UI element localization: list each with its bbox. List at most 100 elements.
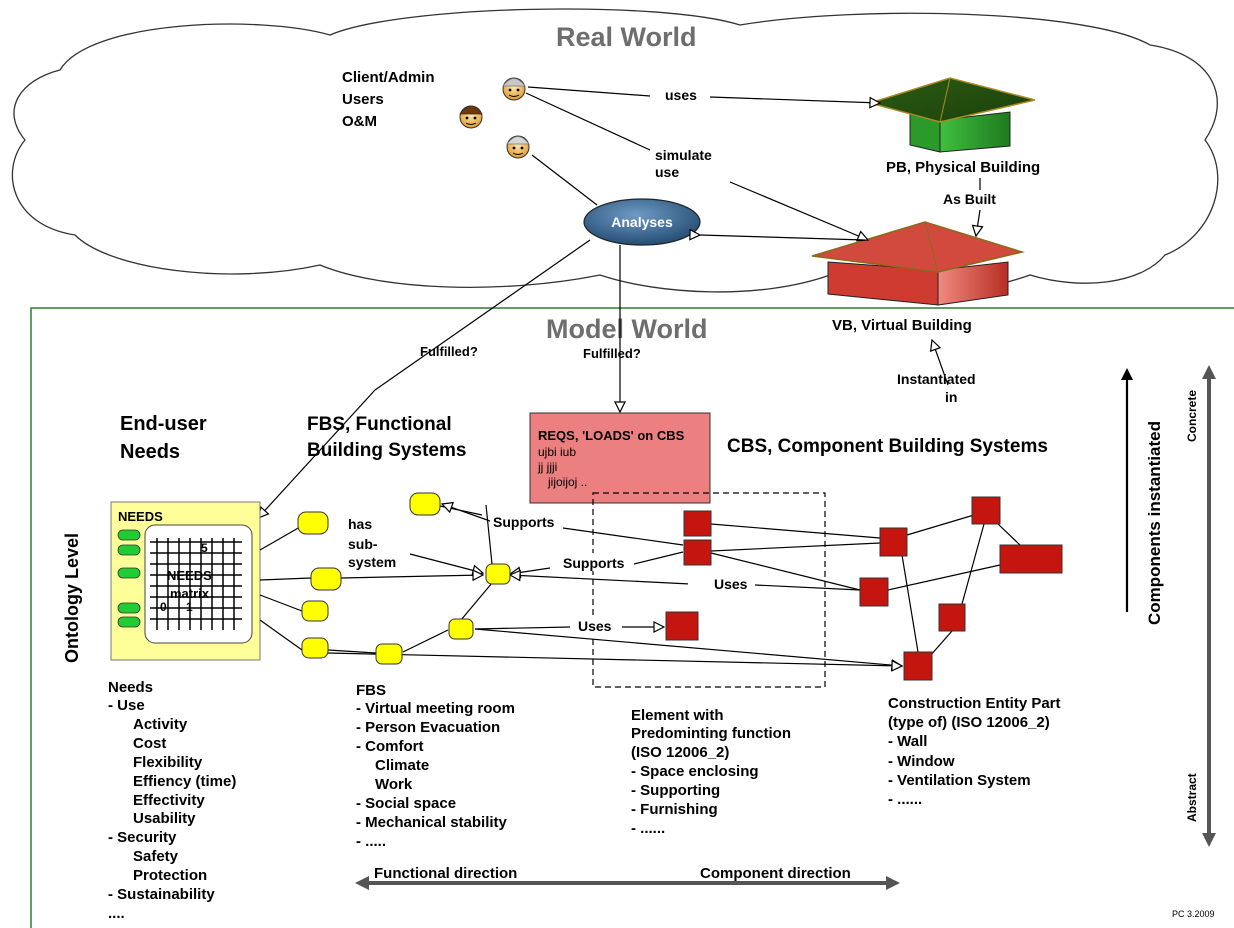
- cbs-node[interactable]: [683, 510, 712, 537]
- pb-label: PB, Physical Building: [886, 159, 1040, 176]
- instantiated-in-label: in: [945, 389, 957, 405]
- footer-credit: PC 3.2009: [1172, 909, 1215, 919]
- needs-list-item: Protection: [133, 867, 207, 884]
- cbs-node[interactable]: [859, 577, 889, 607]
- needs-list-item: - Use: [108, 697, 145, 714]
- reqs-line: ujbi iub: [538, 445, 576, 459]
- real-world-cloud: [11, 8, 1219, 293]
- needs-list: Needs - Use Activity Cost Flexibility Ef…: [108, 679, 236, 922]
- end-user-title: End-user: [120, 413, 207, 435]
- fbs-node[interactable]: [448, 618, 474, 640]
- model-world-title: Model World: [546, 314, 708, 344]
- uses-label: Uses: [714, 576, 748, 592]
- actor-face-icon: [459, 105, 483, 129]
- actors-label-om: O&M: [342, 113, 377, 130]
- fbs-list-item: - Social space: [356, 795, 456, 812]
- needs-box-title: NEEDS: [118, 509, 163, 524]
- fbs-list-item: - Mechanical stability: [356, 814, 508, 831]
- actor-face-icon: [506, 135, 530, 159]
- needs-list-item: Activity: [133, 716, 188, 733]
- needs-matrix-grid: [150, 538, 242, 630]
- components-instantiated-label: Components instantiated: [1145, 421, 1164, 625]
- fbs-nodes: [297, 492, 511, 665]
- fbs-node[interactable]: [485, 563, 511, 585]
- needs-box[interactable]: NEEDS NEEDS matrix 5 0 1: [110, 501, 261, 661]
- actor-face-icon: [502, 77, 526, 101]
- element-list: Element with Predominting function (ISO …: [631, 707, 791, 837]
- element-list-item: (ISO 12006_2): [631, 744, 729, 761]
- needs-matrix-label: NEEDS: [167, 568, 212, 583]
- fbs-node[interactable]: [409, 492, 441, 516]
- cbs-node[interactable]: [971, 496, 1001, 525]
- has-subsystem-label: system: [348, 554, 396, 570]
- cbs-node[interactable]: [683, 539, 712, 566]
- real-world-title: Real World: [556, 22, 697, 52]
- needs-list-item: Effiency (time): [133, 773, 236, 790]
- virtual-building-icon: [811, 221, 1025, 306]
- fbs-node[interactable]: [310, 567, 342, 591]
- needs-matrix-number: 1: [186, 600, 193, 614]
- fulfilled-left-label: Fulfilled?: [420, 344, 478, 359]
- end-user-needs-title: Needs: [120, 441, 180, 463]
- edge-label-bg: [490, 512, 754, 635]
- functional-direction-label: Functional direction: [374, 865, 517, 882]
- reqs-line: jj jjji: [537, 460, 557, 474]
- cbs-title: CBS, Component Building Systems: [727, 436, 1048, 457]
- physical-building-icon: [867, 77, 1036, 153]
- cbs-node[interactable]: [665, 611, 699, 641]
- construction-entity-item: - Window: [888, 753, 955, 770]
- fbs-list-item: Climate: [375, 757, 429, 774]
- uses-top-label: uses: [665, 87, 697, 103]
- fbs-list-item: - Comfort: [356, 738, 424, 755]
- element-list-item: - Furnishing: [631, 801, 718, 818]
- element-list-item: - ......: [631, 820, 665, 837]
- fbs-node[interactable]: [301, 600, 329, 622]
- construction-entity-item: - ......: [888, 791, 922, 808]
- needs-list-item: ....: [108, 905, 125, 922]
- needs-list-item: Cost: [133, 735, 166, 752]
- fbs-node[interactable]: [301, 637, 329, 659]
- actors-label-users: Users: [342, 91, 384, 108]
- component-direction-label: Component direction: [700, 865, 851, 882]
- fbs-node[interactable]: [375, 643, 403, 665]
- needs-matrix-number: 0: [160, 600, 167, 614]
- needs-matrix-number: 5: [201, 541, 208, 555]
- fbs-node[interactable]: [297, 511, 329, 535]
- analyses-node[interactable]: [583, 198, 701, 246]
- needs-list-item: Effectivity: [133, 792, 205, 809]
- construction-entity-item: (type of) (ISO 12006_2): [888, 714, 1050, 731]
- element-list-item: Element with: [631, 707, 724, 724]
- element-list-item: - Space enclosing: [631, 763, 759, 780]
- needs-list-item: - Sustainability: [108, 886, 215, 903]
- fbs-list: FBS - Virtual meeting room - Person Evac…: [356, 682, 515, 850]
- fbs-list-item: - .....: [356, 833, 386, 850]
- needs-list-item: Usability: [133, 810, 196, 827]
- cbs-node[interactable]: [938, 603, 966, 632]
- real-world-connectors: [258, 86, 980, 518]
- simulate-use-label: use: [655, 164, 679, 180]
- cbs-nodes: [665, 496, 1063, 681]
- reqs-box[interactable]: [529, 412, 711, 504]
- model-world-frame: [30, 307, 1234, 928]
- construction-entity-list: Construction Entity Part (type of) (ISO …: [888, 695, 1061, 808]
- element-group-dashed-box: [592, 492, 826, 688]
- cbs-node[interactable]: [879, 527, 908, 557]
- fbs-list-item: FBS: [356, 682, 386, 699]
- reqs-line: jijoijoj ..: [547, 475, 587, 489]
- element-list-item: - Supporting: [631, 782, 720, 799]
- element-list-item: Predominting function: [631, 725, 791, 742]
- actors-label-client: Client/Admin: [342, 69, 435, 86]
- ontology-level-label: Ontology Level: [62, 533, 82, 663]
- needs-list-item: Safety: [133, 848, 179, 865]
- fbs-title: FBS, Functional: [307, 414, 452, 435]
- model-world-edges: [259, 504, 1021, 666]
- analyses-label: Analyses: [611, 214, 673, 230]
- construction-entity-item: Construction Entity Part: [888, 695, 1061, 712]
- cbs-node[interactable]: [999, 544, 1063, 574]
- cbs-node[interactable]: [903, 651, 933, 681]
- construction-entity-item: - Wall: [888, 733, 927, 750]
- uses-label: Uses: [578, 618, 612, 634]
- fulfilled-center-label: Fulfilled?: [583, 346, 641, 361]
